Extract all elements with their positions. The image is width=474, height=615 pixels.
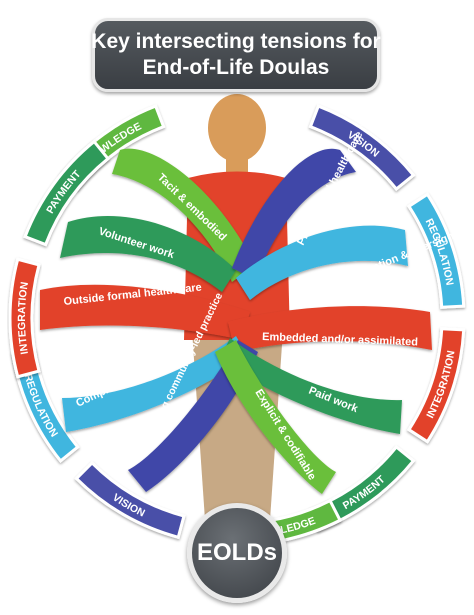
ring-segment-vision xyxy=(308,104,416,192)
ribbon-professional xyxy=(232,148,356,280)
ribbon-standardisation xyxy=(236,225,408,300)
figure-head xyxy=(208,94,266,162)
ribbon-label-embedded: Embedded and/or assimilated xyxy=(262,331,418,348)
title-line-1: Key intersecting tensions for xyxy=(91,30,381,53)
center-badge: EOLDs xyxy=(187,503,287,603)
ring-segment-integration xyxy=(8,257,41,379)
title-box: Key intersecting tensions for End-of-Lif… xyxy=(86,12,386,98)
ring-segment-regulation xyxy=(406,192,466,309)
center-badge-label: EOLDs xyxy=(196,539,277,566)
ribbon-paid xyxy=(220,338,402,434)
ribbon-embedded xyxy=(228,306,432,352)
ring-label-text: INTEGRATION xyxy=(16,281,31,355)
ring-label-integration: INTEGRATION xyxy=(16,281,31,355)
ribbon-empowering xyxy=(128,340,258,492)
title-line-2: End-of-Life Doulas xyxy=(142,56,330,79)
ring-segment-integration xyxy=(406,327,466,444)
ribbon-outside xyxy=(40,284,250,340)
ribbon-tacit xyxy=(112,148,255,282)
title-panel: Key intersecting tensions for End-of-Lif… xyxy=(91,18,381,92)
ribbon-complete xyxy=(62,336,248,432)
ribbon-volunteer xyxy=(60,215,236,292)
ring-segment-vision xyxy=(74,460,186,540)
ring-segment-payment xyxy=(23,139,111,247)
ribbon-explicit xyxy=(215,340,336,494)
